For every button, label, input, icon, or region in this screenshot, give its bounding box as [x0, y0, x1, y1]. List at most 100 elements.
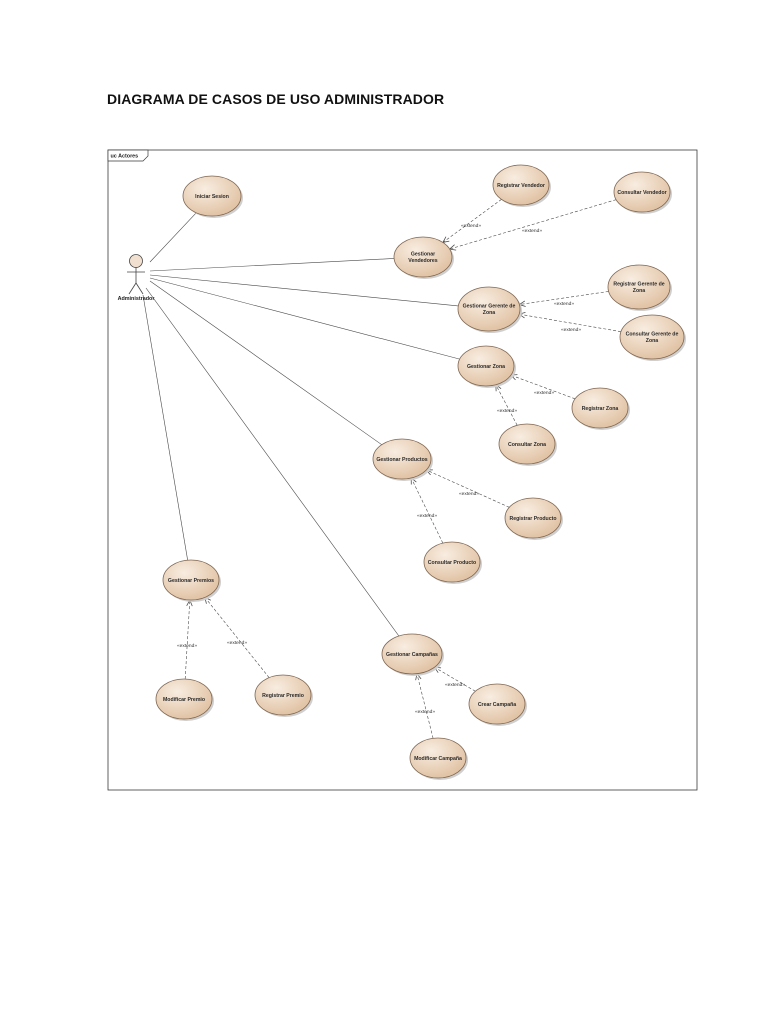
extend-label: «extend» [534, 390, 554, 396]
use-case-registrar-producto: Registrar Producto [504, 497, 563, 540]
use-case-registrar-premio: Registrar Premio [254, 674, 313, 717]
extend-arrow [426, 470, 510, 508]
use-case-label: Gestionar [411, 252, 435, 258]
use-case-ellipse [619, 314, 685, 360]
extend-arrow [450, 199, 617, 249]
use-case-label: Registrar Vendedor [497, 183, 545, 189]
use-case-ellipse [372, 438, 432, 480]
use-case-ellipse [457, 286, 521, 332]
use-case-ellipse [423, 541, 481, 583]
actor-leg-left [128, 282, 137, 295]
use-case-label: Gestionar Premios [168, 578, 214, 584]
extend-arrow [519, 314, 622, 332]
use-case-ellipse [468, 683, 526, 725]
extend-label: «extend» [522, 228, 542, 234]
extend-arrow [411, 478, 444, 544]
actor-leg-right [135, 282, 144, 295]
extend-label: «extend» [415, 709, 435, 715]
use-case-label: Zona [646, 338, 659, 344]
actor-head [129, 254, 143, 268]
extend-label: «extend» [445, 682, 465, 688]
use-case-crear-campana: Crear Campaña [468, 683, 527, 726]
use-case-ellipse [607, 264, 671, 310]
use-case-iniciar-sesion: Iniciar Sesion [182, 175, 243, 218]
use-case-gestionar-premios: Gestionar Premios [162, 559, 221, 602]
use-case-label: Zona [633, 288, 646, 294]
frame-label-tab [107, 149, 149, 162]
association-line [142, 294, 188, 561]
association-line [145, 287, 400, 637]
use-case-label: Gestionar Productos [376, 457, 427, 463]
extend-label: «extend» [177, 643, 197, 649]
association-line [149, 258, 395, 272]
use-case-ellipse [393, 236, 453, 278]
extend-arrow [443, 199, 502, 242]
page-title: DIAGRAMA DE CASOS DE USO ADMINISTRADOR [107, 91, 445, 107]
extend-arrow [417, 674, 434, 739]
extend-arrow [184, 600, 190, 680]
association-line [149, 277, 460, 360]
use-case-label: Modificar Campaña [414, 756, 462, 762]
extend-arrow [519, 291, 609, 304]
use-case-consultar-producto: Consultar Producto [423, 541, 482, 584]
use-case-ellipse [381, 633, 443, 675]
use-case-label: Registrar Zona [582, 406, 619, 412]
extend-arrow [511, 375, 576, 400]
extend-label: «extend» [554, 301, 574, 307]
use-case-label: Modificar Premio [163, 697, 205, 703]
use-case-ellipse [162, 559, 220, 601]
association-line [149, 274, 459, 307]
association-line [149, 212, 197, 263]
use-case-label: Gestionar Gerente de [463, 304, 516, 310]
extend-arrow [205, 597, 270, 678]
use-case-ellipse [155, 678, 213, 720]
use-case-modificar-campana: Modificar Campaña [409, 737, 468, 780]
extend-label: «extend» [227, 640, 247, 646]
use-case-label: Gestionar Campañas [386, 652, 438, 658]
use-case-label: Crear Campaña [478, 702, 516, 708]
relationship-lines: «extend» «extend» «extend» «extend» «extend»… [142, 199, 622, 739]
use-cases: Iniciar SesionGestionarVendedoresRegistr… [155, 164, 686, 780]
use-case-label: Consultar Producto [428, 560, 476, 566]
extend-label: «extend» [461, 223, 481, 229]
diagram-frame [107, 149, 698, 791]
use-case-label: Registrar Producto [510, 516, 557, 522]
extend-arrow [435, 667, 476, 692]
use-case-label: Zona [483, 310, 496, 316]
use-case-ellipse [409, 737, 467, 779]
use-case-gestionar-campanas: Gestionar Campañas [381, 633, 444, 676]
extend-label: «extend» [561, 327, 581, 333]
use-case-ellipse [254, 674, 312, 716]
extend-label: «extend» [417, 513, 437, 519]
use-case-label: Iniciar Sesion [195, 194, 229, 200]
use-case-ellipse [571, 387, 629, 429]
frame-label: uc Actores [111, 154, 139, 160]
use-case-gestionar-zona: Gestionar Zona [457, 345, 516, 388]
use-case-gestionar-productos: Gestionar Productos [372, 438, 433, 481]
use-case-ellipse [498, 423, 556, 465]
use-case-ellipse [182, 175, 242, 217]
actor-administrador: Administrador [118, 254, 156, 302]
use-case-label: Gestionar Zona [467, 364, 505, 370]
use-case-label: Registrar Gerente de [613, 282, 664, 288]
use-case-label: Consultar Vendedor [617, 190, 666, 196]
use-case-registrar-zona: Registrar Zona [571, 387, 630, 430]
use-case-ellipse [492, 164, 550, 206]
use-case-ellipse [457, 345, 515, 387]
use-case-label: Registrar Premio [262, 693, 304, 699]
extend-arrow [496, 385, 518, 426]
use-case-consultar-zona: Consultar Zona [498, 423, 557, 466]
extend-label: «extend» [459, 491, 479, 497]
use-case-label: Vendedores [408, 258, 438, 264]
actor-label: Administrador [118, 296, 156, 302]
extend-label: «extend» [497, 408, 517, 414]
use-case-ellipse [613, 171, 671, 213]
use-case-registrar-vendedor: Registrar Vendedor [492, 164, 551, 207]
use-case-modificar-premio: Modificar Premio [155, 678, 214, 721]
use-case-label: Consultar Zona [508, 442, 546, 448]
